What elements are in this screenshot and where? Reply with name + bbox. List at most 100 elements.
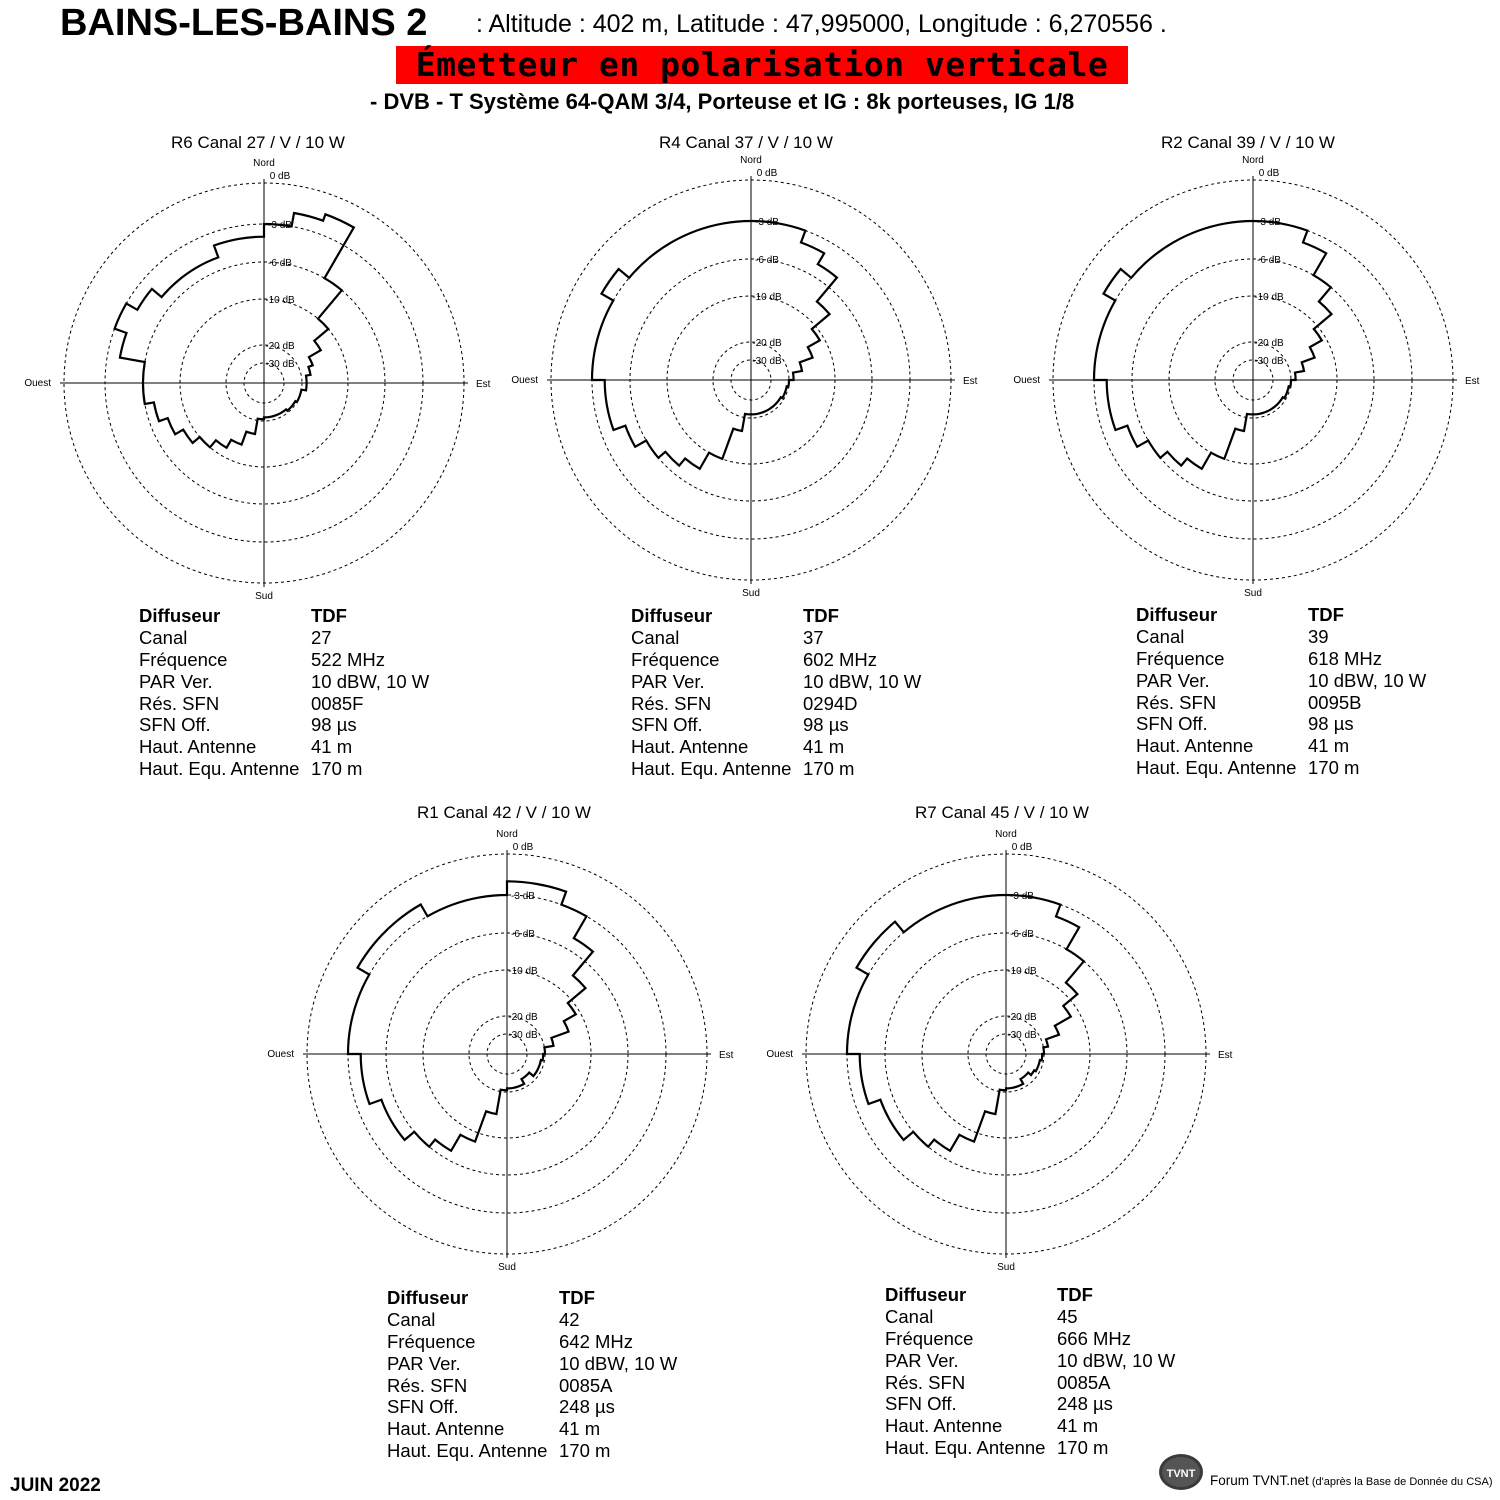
info-value: 41 m bbox=[803, 736, 845, 758]
label-west: Ouest bbox=[267, 1049, 294, 1060]
info-key: Diffuseur bbox=[885, 1284, 967, 1305]
info-key: Fréquence bbox=[139, 648, 228, 670]
info-key: Rés. SFN bbox=[1136, 691, 1217, 713]
info-key: Haut. Antenne bbox=[139, 736, 257, 758]
info-value: 170 m bbox=[1057, 1437, 1109, 1459]
info-row: PAR Ver.10 dBW, 10 W bbox=[885, 1350, 1175, 1372]
info-row: SFN Off. 248 µs bbox=[387, 1396, 677, 1418]
info-value: 98 µs bbox=[803, 714, 849, 736]
info-row: SFN Off.98 µs bbox=[1136, 713, 1426, 735]
label-east: Est bbox=[476, 379, 491, 390]
info-row: SFN Off.98 µs bbox=[139, 714, 429, 736]
info-value: 0085A bbox=[1057, 1371, 1111, 1393]
info-value: 98 µs bbox=[311, 714, 357, 736]
credit-source: (d'après la Base de Donnée du CSA) bbox=[1308, 1476, 1493, 1488]
ring-label-5: -30 dB bbox=[265, 359, 295, 370]
info-key: PAR Ver. bbox=[1136, 669, 1210, 691]
info-value: TDF bbox=[1308, 604, 1344, 625]
info-key: Haut. Equ. Antenne bbox=[885, 1437, 1046, 1459]
ring-label-0: 0 dB bbox=[757, 168, 778, 179]
ring-label-1: -3 dB bbox=[511, 891, 535, 902]
label-west: Ouest bbox=[766, 1049, 793, 1060]
chart-title-r7: R7 Canal 45 / V / 10 W bbox=[915, 803, 1089, 822]
ring-label-3: -10 dB bbox=[265, 295, 295, 306]
antenna-pattern-0 bbox=[113, 211, 356, 450]
ring-label-5: -30 dB bbox=[508, 1030, 538, 1041]
station-coordinates: : Altitude : 402 m, Latitude : 47,995000… bbox=[476, 10, 1167, 38]
info-key: SFN Off. bbox=[1136, 713, 1208, 735]
info-value: 522 MHz bbox=[311, 648, 386, 670]
info-value: 41 m bbox=[311, 736, 353, 758]
label-north: Nord bbox=[1242, 155, 1264, 166]
ring-label-2: -6 dB bbox=[755, 255, 779, 266]
ring-label-2: -6 dB bbox=[1010, 929, 1034, 940]
label-west: Ouest bbox=[24, 378, 51, 389]
ring-label-5: -30 dB bbox=[1254, 356, 1284, 367]
ring-label-5: -30 dB bbox=[752, 356, 782, 367]
antenna-pattern-1 bbox=[590, 219, 839, 471]
info-key: Rés. SFN bbox=[885, 1371, 966, 1393]
info-value: 10 dBW, 10 W bbox=[803, 670, 922, 692]
label-south: Sud bbox=[255, 591, 273, 602]
label-east: Est bbox=[719, 1050, 734, 1061]
info-key: Fréquence bbox=[885, 1327, 974, 1349]
info-key: Haut. Antenne bbox=[631, 736, 749, 758]
info-key: Canal bbox=[139, 626, 188, 648]
info-key: PAR Ver. bbox=[387, 1352, 461, 1374]
label-south: Sud bbox=[498, 1262, 516, 1273]
chart-title-r2: R2 Canal 39 / V / 10 W bbox=[1161, 133, 1335, 152]
ring-label-3: -10 dB bbox=[752, 292, 782, 303]
info-key: PAR Ver. bbox=[139, 670, 213, 692]
info-key: Rés. SFN bbox=[387, 1374, 468, 1396]
info-value: 41 m bbox=[559, 1418, 601, 1440]
info-value: 618 MHz bbox=[1308, 647, 1383, 669]
info-row: Rés. SFN 0085A bbox=[387, 1375, 677, 1397]
info-value: 248 µs bbox=[559, 1396, 615, 1418]
info-key: SFN Off. bbox=[387, 1396, 459, 1418]
info-key: Diffuseur bbox=[631, 605, 713, 626]
ring-label-4: -20 dB bbox=[508, 1012, 538, 1023]
info-key: Canal bbox=[1136, 625, 1185, 647]
label-west: Ouest bbox=[1013, 375, 1040, 386]
label-north: Nord bbox=[496, 829, 518, 840]
ring-label-2: -6 dB bbox=[511, 929, 535, 940]
antenna-pattern-3 bbox=[346, 880, 595, 1153]
info-value: 37 bbox=[803, 626, 824, 648]
info-value: 170 m bbox=[559, 1440, 611, 1462]
chart-title-r1: R1 Canal 42 / V / 10 W bbox=[417, 803, 591, 822]
info-key: Rés. SFN bbox=[139, 692, 220, 714]
info-value: 45 bbox=[1057, 1305, 1078, 1327]
info-value: 0294D bbox=[803, 692, 858, 714]
info-value: 10 dBW, 10 W bbox=[559, 1352, 678, 1374]
info-value: 0085A bbox=[559, 1374, 613, 1396]
info-key: Diffuseur bbox=[139, 605, 221, 626]
info-value: TDF bbox=[803, 605, 839, 626]
date-label: JUIN 2022 bbox=[10, 1475, 101, 1496]
ring-label-4: -20 dB bbox=[752, 338, 782, 349]
ring-label-0: 0 dB bbox=[1012, 842, 1033, 853]
info-value: TDF bbox=[559, 1287, 595, 1308]
info-value: 10 dBW, 10 W bbox=[1057, 1349, 1176, 1371]
info-row: PAR Ver.10 dBW, 10 W bbox=[631, 671, 921, 693]
credit-main: Forum TVNT.net bbox=[1210, 1473, 1309, 1488]
